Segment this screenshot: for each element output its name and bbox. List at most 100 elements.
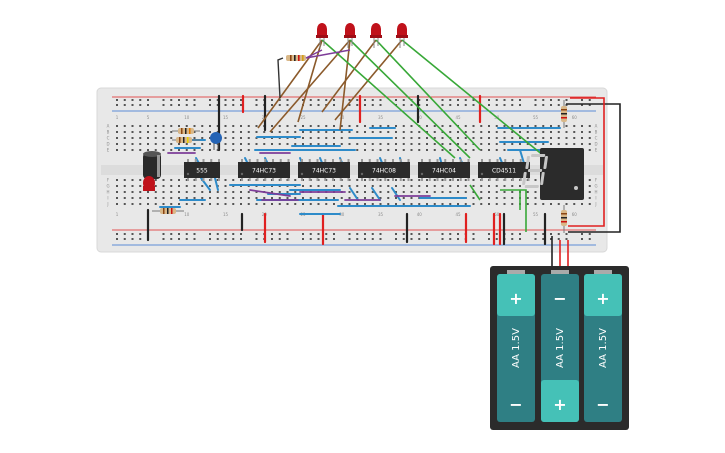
rail-hole: [139, 238, 142, 240]
breadboard-hole: [185, 179, 188, 181]
rail-hole: [139, 99, 142, 101]
rail-hole: [139, 104, 142, 106]
column-number: 10: [184, 115, 190, 120]
breadboard-hole: [302, 131, 304, 133]
breadboard-hole: [418, 143, 421, 145]
breadboard-hole: [216, 131, 219, 133]
breadboard-hole: [519, 125, 521, 127]
segment: [524, 185, 539, 188]
breadboard-hole: [170, 197, 173, 199]
breadboard-hole: [371, 149, 374, 151]
breadboard-hole: [402, 149, 405, 151]
rail-hole: [185, 99, 188, 101]
breadboard-hole: [240, 143, 242, 145]
chip-label: 74HC08: [372, 168, 396, 175]
breadboard-hole: [488, 131, 490, 133]
breadboard-hole: [457, 185, 459, 187]
breadboard-hole: [154, 191, 157, 193]
breadboard-hole: [356, 125, 359, 127]
breadboard-hole: [309, 197, 312, 199]
breadboard-hole: [247, 197, 250, 199]
breadboard-hole: [185, 143, 188, 145]
breadboard-hole: [185, 203, 188, 205]
rail-hole: [123, 238, 126, 240]
breadboard-hole: [286, 125, 289, 127]
rail-hole: [402, 104, 405, 106]
breadboard-hole: [193, 137, 196, 139]
rail-hole: [534, 99, 537, 101]
rail-hole: [178, 233, 180, 235]
breadboard-hole: [526, 191, 529, 193]
breadboard-hole: [193, 131, 196, 133]
breadboard-hole: [131, 203, 134, 205]
rail-hole: [410, 104, 413, 106]
breadboard-hole: [123, 197, 126, 199]
rail-hole: [550, 233, 552, 235]
breadboard-hole: [557, 137, 560, 139]
breadboard-hole: [232, 125, 235, 127]
rail-hole: [286, 104, 289, 106]
segment: [540, 172, 545, 185]
rail-hole: [379, 238, 382, 240]
breadboard-hole: [240, 131, 242, 133]
breadboard-hole: [464, 143, 467, 145]
breadboard-hole: [542, 131, 545, 133]
breadboard-hole: [255, 125, 258, 127]
breadboard-hole: [116, 125, 118, 127]
breadboard-hole: [170, 131, 173, 133]
breadboard-hole: [441, 191, 444, 193]
breadboard-hole: [480, 185, 483, 187]
breadboard-hole: [193, 185, 196, 187]
rail-hole: [216, 99, 219, 101]
column-number: 1: [116, 212, 119, 217]
breadboard-hole: [185, 125, 188, 127]
rail-hole: [379, 99, 382, 101]
breadboard-hole: [170, 125, 173, 127]
rail-hole: [426, 233, 428, 235]
breadboard-hole: [185, 197, 188, 199]
rail-hole: [449, 233, 452, 235]
chip-74hc08: 74HC08: [358, 159, 410, 181]
breadboard-hole: [224, 191, 227, 193]
breadboard-hole: [534, 179, 537, 181]
rail-hole: [317, 233, 320, 235]
breadboard-hole: [449, 203, 452, 205]
breadboard-hole: [371, 197, 374, 199]
rail-hole: [519, 99, 521, 101]
rail-hole: [123, 104, 126, 106]
breadboard-hole: [441, 149, 444, 151]
breadboard-hole: [154, 149, 157, 151]
breadboard-hole: [193, 143, 196, 145]
battery-bottom-sign: +: [553, 395, 566, 414]
breadboard-hole: [178, 149, 180, 151]
breadboard-hole: [240, 191, 242, 193]
breadboard-hole: [131, 185, 134, 187]
breadboard-hole: [379, 149, 382, 151]
chip-74hc73-a: 74HC73: [238, 159, 290, 181]
battery-top-sign: +: [596, 289, 609, 308]
breadboard-hole: [418, 137, 421, 139]
breadboard-hole: [170, 179, 173, 181]
rail-hole: [519, 233, 521, 235]
breadboard-hole: [340, 131, 343, 133]
breadboard-hole: [333, 185, 335, 187]
rail-hole: [557, 233, 560, 235]
breadboard-hole: [123, 203, 126, 205]
breadboard-hole: [170, 203, 173, 205]
breadboard-hole: [534, 137, 537, 139]
breadboard-hole: [472, 203, 475, 205]
battery-bottom-sign: −: [596, 395, 609, 414]
breadboard-hole: [340, 185, 343, 187]
rail-hole: [356, 99, 359, 101]
breadboard-channel: [101, 165, 603, 175]
breadboard-hole: [511, 197, 514, 199]
rail-hole: [348, 99, 351, 101]
rail-hole: [216, 104, 219, 106]
breadboard-hole: [116, 137, 118, 139]
breadboard-hole: [534, 197, 537, 199]
rail-hole: [418, 233, 421, 235]
breadboard-hole: [433, 191, 436, 193]
rail-hole: [193, 238, 196, 240]
breadboard-hole: [464, 191, 467, 193]
breadboard-hole: [542, 203, 545, 205]
